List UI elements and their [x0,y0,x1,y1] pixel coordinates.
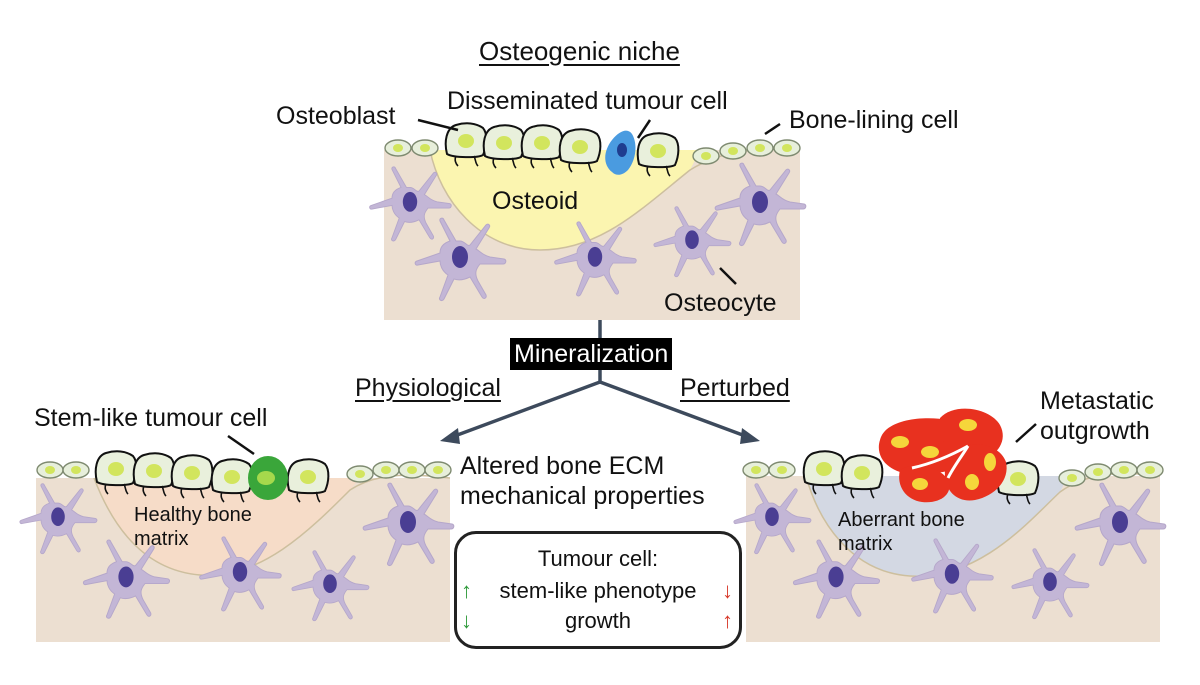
diagram-title: Osteogenic niche [479,36,680,66]
bone-lining-cell [1110,461,1138,479]
stem-like-leader-line [227,434,255,456]
bone-lining-cell [62,461,90,479]
branch-arrows [440,320,760,444]
left-panel [19,434,455,642]
metastatic-outgrowth-cluster [878,408,1007,503]
osteoid-label: Osteoid [492,187,579,215]
bone-lining-cell [372,461,400,479]
metastatic-leader-line [1015,423,1037,443]
aberrant-matrix-region [806,476,1068,577]
bone-lining-cell [1136,461,1164,479]
stem-like-up-arrow-icon: ↑ [461,578,472,603]
perturbed-arrow [599,380,749,439]
bone-lining-cell [768,461,796,479]
bone-lining-cell [36,461,64,479]
healthy-bone-matrix-label: Healthy bone matrix [134,504,252,550]
bone-lining-cell [719,142,747,160]
tumour-cell-outcome-box: Tumour cell: stem-like phenotype growth … [454,531,742,649]
outcome-row-stem-like: stem-like phenotype [499,578,697,603]
osteocyte-leader-line [719,267,737,285]
metastatic-outgrowth-label: Metastatic outgrowth [1040,387,1154,445]
growth-up-arrow-icon: ↑ [722,608,733,633]
physiological-label: Physiological [355,374,501,402]
osteocyte-label: Osteocyte [664,289,777,317]
disseminated-tumour-cell [605,130,636,175]
outcome-row-growth: growth [564,608,632,633]
top-panel [369,118,807,320]
bone-lining-cell [773,139,801,157]
altered-ecm-label: Altered bone ECM mechanical properties [460,452,705,510]
bone-lining-cell [398,461,426,479]
bone-lining-cell [424,461,452,479]
disseminated-tumour-cell-label: Disseminated tumour cell [447,87,728,115]
osteoid-region [430,150,700,250]
bone-lining-cell [346,465,374,483]
mineralization-label: Mineralization [510,338,673,370]
bone-lining-cell [384,139,412,157]
outcome-header: Tumour cell: [537,546,659,571]
osteoblast-label: Osteoblast [276,102,396,130]
dtc-leader-line [636,119,652,139]
stem-like-down-arrow-icon: ↓ [722,578,733,603]
osteoblast-leader-line [417,118,459,132]
bone-lining-leader-line [764,122,781,136]
stem-like-tumour-cell-label: Stem-like tumour cell [34,404,268,432]
bone-lining-cell [746,139,774,157]
physiological-arrow [451,380,601,439]
bone-lining-cell [692,147,720,165]
aberrant-bone-matrix-label: Aberrant bone matrix [838,509,965,555]
right-panel [733,408,1167,642]
bone-lining-cell [1084,463,1112,481]
stem-like-tumour-cell [248,456,288,500]
bone-lining-cell-label: Bone-lining cell [789,106,959,134]
bone-lining-cell [411,139,439,157]
healthy-matrix-region [94,478,360,576]
perturbed-label: Perturbed [680,374,790,402]
bone-lining-cell [1058,469,1086,487]
growth-down-arrow-icon: ↓ [461,608,472,633]
